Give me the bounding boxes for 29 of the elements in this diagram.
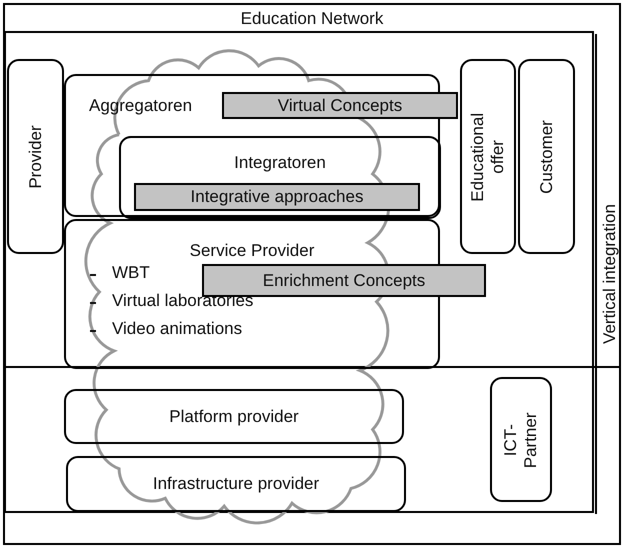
concept-bar <box>134 183 420 211</box>
box-label: Customer <box>536 120 556 194</box>
rounded-box <box>64 74 440 217</box>
box-label: Provider <box>26 124 46 188</box>
rounded-box <box>490 377 552 502</box>
rounded-box <box>119 136 441 219</box>
rounded-box <box>460 59 516 254</box>
list-item: Video animations <box>112 319 242 339</box>
box-heading: Service Provider <box>190 241 314 261</box>
rounded-box <box>64 219 440 369</box>
box-label: Integratoren <box>234 153 326 173</box>
rounded-box <box>66 456 406 512</box>
box-label: ICT-Partner <box>501 410 541 470</box>
box-label: Vertical integration <box>600 204 620 344</box>
box-label: Aggregatoren <box>89 96 192 116</box>
box-label: Enrichment Concepts <box>262 270 426 290</box>
list-item: WBT <box>112 263 150 283</box>
list-item: Virtual laboratories <box>112 291 254 311</box>
network-frame <box>3 3 621 545</box>
rounded-box <box>518 59 575 254</box>
box-label: Integrative approaches <box>190 187 364 207</box>
box-label: Infrastructure provider <box>152 474 320 494</box>
rounded-box <box>7 59 64 254</box>
box-label: Educational offer <box>468 111 508 203</box>
box-label: Platform provider <box>169 406 299 426</box>
box-label: Virtual Concepts <box>278 96 402 116</box>
concept-bar <box>222 92 458 119</box>
diagram-heading: Education Network <box>240 9 384 29</box>
rounded-box <box>64 389 404 444</box>
